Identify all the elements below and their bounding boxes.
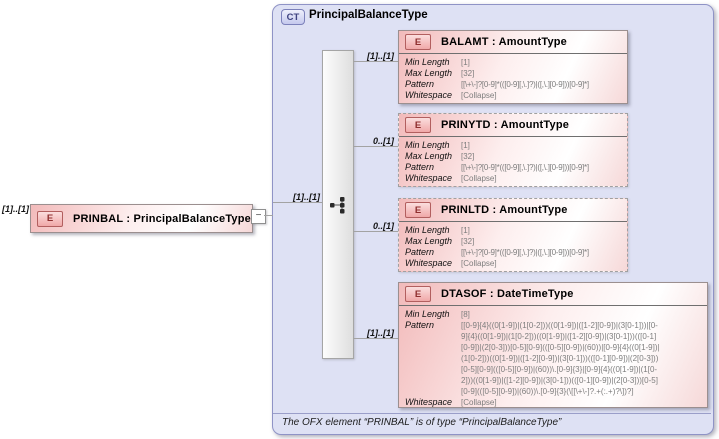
collapse-toggle-button[interactable]: − — [251, 209, 266, 224]
footnote-divider — [273, 413, 711, 414]
element-title: PRINLTD : AmountType — [441, 204, 568, 216]
facet-name: Whitespace — [405, 90, 453, 100]
facet-value: [Collapse] — [461, 259, 497, 268]
sequence-icon — [330, 196, 345, 213]
sequence-compositor-bar[interactable] — [322, 50, 354, 359]
facet-name: Min Length — [405, 57, 450, 67]
element-box-prinytd[interactable]: E PRINYTD : AmountType Min Length [1] Max… — [398, 113, 628, 187]
facet-value: [[0-9]{4}((0[1-9])|(1[0-2]))((0[1-9])|([… — [461, 321, 660, 396]
facet-name: Min Length — [405, 309, 450, 319]
cardinality-label: 0..[1] — [372, 136, 394, 146]
root-cardinality-label: [1]..[1] — [2, 204, 29, 214]
facet-value: [1] — [461, 226, 470, 235]
facet-name: Max Length — [405, 68, 453, 78]
element-box-balamt[interactable]: E BALAMT : AmountType Min Length [1] Max … — [398, 30, 628, 104]
root-element-header: E PRINBAL : PrincipalBalanceType — [31, 205, 252, 232]
facet-value: [1] — [461, 141, 470, 150]
facet-name: Pattern — [405, 162, 435, 172]
connector-line — [353, 231, 398, 232]
facet-name: Whitespace — [405, 173, 453, 183]
compositor-cardinality-label: [1]..[1] — [293, 192, 320, 202]
element-title: PRINYTD : AmountType — [441, 119, 570, 131]
cardinality-label: [1]..[1] — [367, 51, 394, 61]
minus-icon: − — [255, 210, 262, 221]
facet-name: Min Length — [405, 140, 450, 150]
facet-value: [8] — [461, 310, 470, 319]
element-icon: E — [405, 34, 431, 50]
facet-value: [Collapse] — [461, 174, 497, 183]
element-icon: E — [405, 117, 431, 133]
cardinality-label: [1]..[1] — [367, 328, 394, 338]
facet-value: [Collapse] — [461, 91, 497, 100]
facet-name: Pattern — [405, 247, 435, 257]
connector-line — [353, 338, 398, 339]
facet-list: Min Length [1] Max Length [32] Pattern [[\+… — [399, 54, 627, 101]
facet-list: Min Length [1] Max Length [32] Pattern [[\+… — [399, 137, 627, 184]
facet-list: Min Length [1] Max Length [32] Pattern [[\+… — [399, 222, 627, 269]
connector-line — [264, 215, 273, 216]
element-header: E DTASOF : DateTimeType — [399, 283, 707, 306]
element-header: E PRINYTD : AmountType — [399, 114, 627, 137]
facet-list: Min Length [8] Pattern [[0-9]{4}((0[1-9])|… — [399, 306, 707, 408]
cardinality-label: 0..[1] — [372, 221, 394, 231]
facet-name: Pattern — [405, 79, 435, 89]
connector-line — [273, 202, 322, 203]
facet-value: [32] — [461, 69, 475, 78]
element-header: E BALAMT : AmountType — [399, 31, 627, 54]
facet-value: [1] — [461, 58, 470, 67]
connector-line — [353, 61, 398, 62]
facet-name: Whitespace — [405, 397, 453, 407]
facet-name: Max Length — [405, 236, 453, 246]
facet-value: [[\+\-]?[0-9]*(([0-9][,\.]?)|([,\.][0-9]… — [461, 163, 589, 172]
facet-value: [32] — [461, 152, 475, 161]
facet-value: [[\+\-]?[0-9]*(([0-9][,\.]?)|([,\.][0-9]… — [461, 248, 589, 257]
footnote-text: The OFX element “PRINBAL” is of type “Pr… — [282, 417, 562, 428]
element-icon: E — [405, 286, 431, 302]
facet-value: [Collapse] — [461, 398, 497, 407]
root-element-box[interactable]: E PRINBAL : PrincipalBalanceType — [30, 204, 253, 233]
element-title: BALAMT : AmountType — [441, 36, 568, 48]
facet-name: Whitespace — [405, 258, 453, 268]
element-icon: E — [37, 210, 63, 227]
facet-value: [32] — [461, 237, 475, 246]
facet-name: Min Length — [405, 225, 450, 235]
element-box-prinltd[interactable]: E PRINLTD : AmountType Min Length [1] Max… — [398, 198, 628, 272]
complex-type-title: PrincipalBalanceType — [309, 9, 428, 21]
root-element-title: PRINBAL : PrincipalBalanceType — [73, 212, 251, 225]
complex-type-icon: CT — [281, 9, 305, 25]
facet-name: Max Length — [405, 151, 453, 161]
element-box-dtasof[interactable]: E DTASOF : DateTimeType Min Length [8] Pa… — [398, 282, 708, 408]
facet-value: [[\+\-]?[0-9]*(([0-9][,\.]?)|([,\.][0-9]… — [461, 80, 589, 89]
element-icon: E — [405, 202, 431, 218]
facet-name: Pattern — [405, 320, 435, 330]
element-title: DTASOF : DateTimeType — [441, 288, 574, 300]
element-header: E PRINLTD : AmountType — [399, 199, 627, 222]
connector-line — [353, 146, 398, 147]
